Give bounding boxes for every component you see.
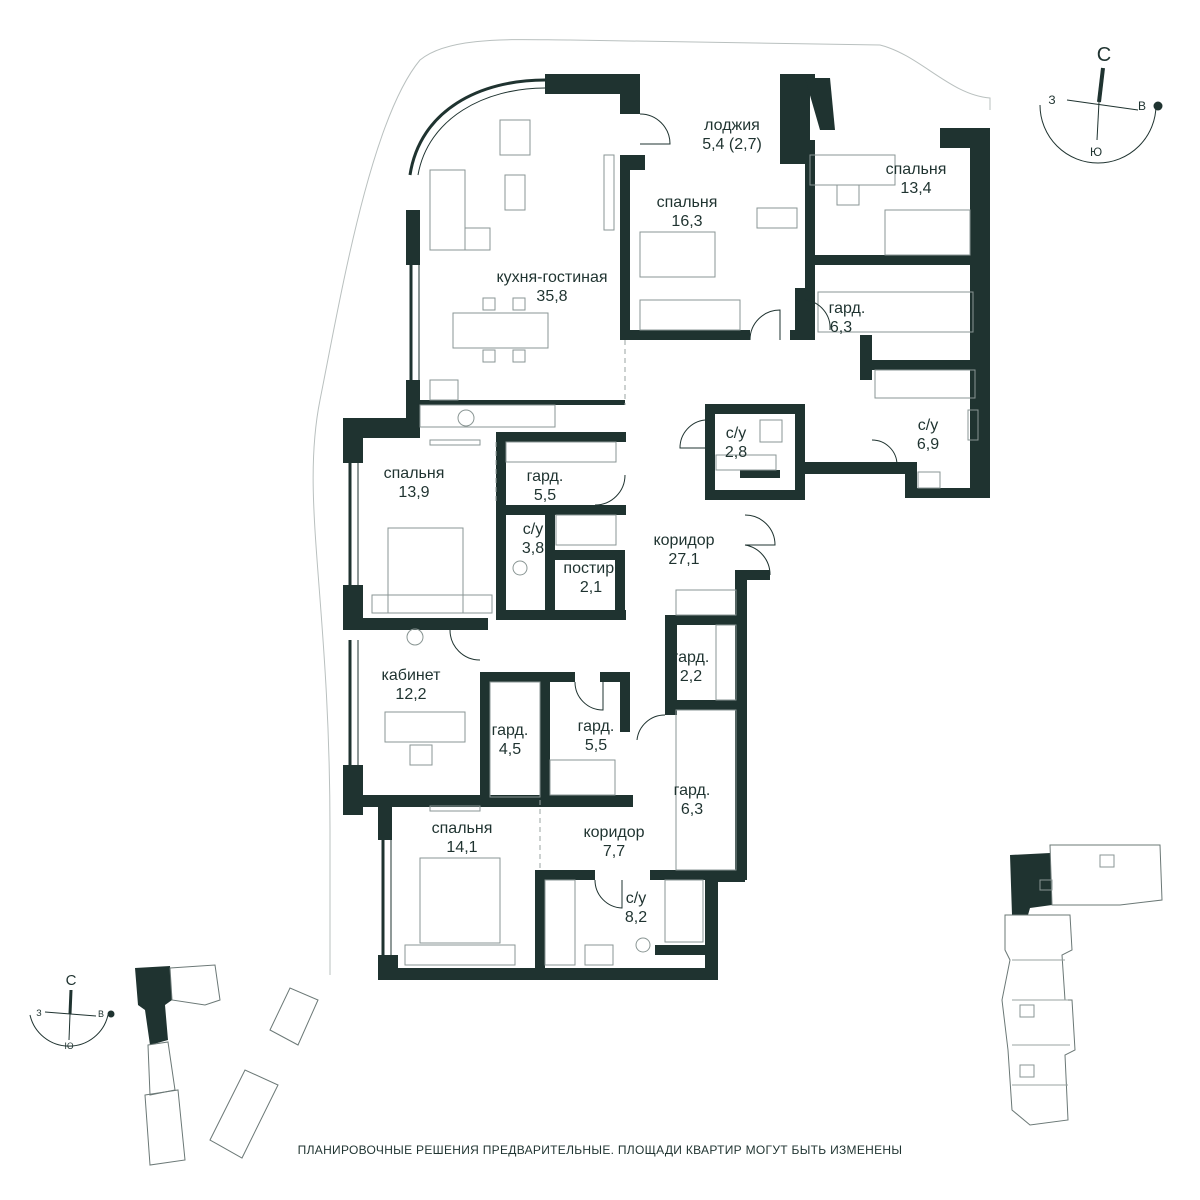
furniture: [371, 119, 979, 966]
room-name-wardrobe-5-5-upper: гард.: [527, 468, 564, 485]
room-name-wardrobe-6-3-lower: гард.: [674, 782, 711, 799]
compass-small-north: С: [66, 972, 77, 989]
room-area-bathroom-2-8: 2,8: [725, 444, 747, 461]
site-plan: [135, 964, 319, 1166]
room-area-wardrobe-4-5: 4,5: [499, 741, 521, 758]
room-name-bedroom-13-4: спальня: [886, 161, 947, 178]
building-key-plan: [1001, 844, 1163, 1126]
room-name-bathroom-6-9: с/у: [918, 417, 938, 434]
room-name-bedroom-16-3: спальня: [657, 194, 718, 211]
room-area-laundry: 2,1: [580, 579, 602, 596]
room-name-corridor-27-1: коридор: [653, 532, 714, 549]
room-name-wardrobe-6-3-top: гард.: [829, 300, 866, 317]
room-area-bathroom-3-8: 3,8: [522, 540, 544, 557]
room-area-loggia: 5,4 (2,7): [702, 136, 762, 153]
room-area-kitchen-living: 35,8: [536, 288, 567, 305]
room-area-wardrobe-6-3-lower: 6,3: [681, 801, 703, 818]
room-name-bathroom-3-8: с/у: [523, 521, 543, 538]
disclaimer-text: ПЛАНИРОВОЧНЫЕ РЕШЕНИЯ ПРЕДВАРИТЕЛЬНЫЕ. П…: [297, 1143, 903, 1157]
compass-small-west: З: [36, 1008, 41, 1018]
doors: [449, 113, 898, 909]
room-name-bedroom-14-1: спальня: [432, 820, 493, 837]
room-area-wardrobe-5-5-upper: 5,5: [534, 487, 556, 504]
room-name-bedroom-13-9: спальня: [384, 465, 445, 482]
room-name-study: кабинет: [382, 667, 442, 684]
compass-east-dot: [1153, 101, 1163, 111]
room-area-bathroom-6-9: 6,9: [917, 436, 939, 453]
terrace-outline: [312, 39, 991, 975]
room-area-bathroom-8-2: 8,2: [625, 909, 647, 926]
room-area-corridor-7-7: 7,7: [603, 843, 625, 860]
room-name-loggia: лоджия: [704, 117, 760, 134]
compass-small-east: В: [98, 1009, 104, 1019]
compass-large-north: С: [1097, 44, 1111, 66]
room-name-bathroom-2-8: с/у: [726, 425, 746, 442]
room-area-corridor-27-1: 27,1: [668, 551, 699, 568]
compass-large-south: Ю: [1090, 145, 1102, 159]
room-name-kitchen-living: кухня-гостиная: [496, 269, 607, 286]
room-area-bedroom-14-1: 14,1: [446, 839, 477, 856]
room-name-wardrobe-5-5-lower: гард.: [578, 718, 615, 735]
room-area-wardrobe-2-2: 2,2: [680, 668, 702, 685]
room-name-wardrobe-2-2: гард.: [673, 649, 710, 666]
compass-large-east: В: [1138, 99, 1146, 113]
walls: [343, 74, 990, 980]
room-separators: [495, 340, 626, 870]
room-name-bathroom-8-2: с/у: [626, 890, 646, 907]
room-labels: лоджия 5,4 (2,7) спальня 13,4 спальня 16…: [382, 117, 947, 926]
room-name-corridor-7-7: коридор: [583, 824, 644, 841]
room-name-wardrobe-4-5: гард.: [492, 722, 529, 739]
room-area-wardrobe-5-5-lower: 5,5: [585, 737, 607, 754]
room-name-laundry: постир.: [563, 560, 618, 577]
room-area-wardrobe-6-3-top: 6,3: [830, 319, 852, 336]
compass-large: С З В Ю: [1039, 44, 1163, 164]
compass-small: С З В Ю: [29, 972, 115, 1051]
compass-small-south: Ю: [64, 1041, 73, 1051]
compass-large-west: З: [1048, 93, 1055, 107]
room-area-bedroom-16-3: 16,3: [671, 213, 702, 230]
room-area-study: 12,2: [395, 686, 426, 703]
room-area-bedroom-13-4: 13,4: [900, 180, 931, 197]
room-area-bedroom-13-9: 13,9: [398, 484, 429, 501]
